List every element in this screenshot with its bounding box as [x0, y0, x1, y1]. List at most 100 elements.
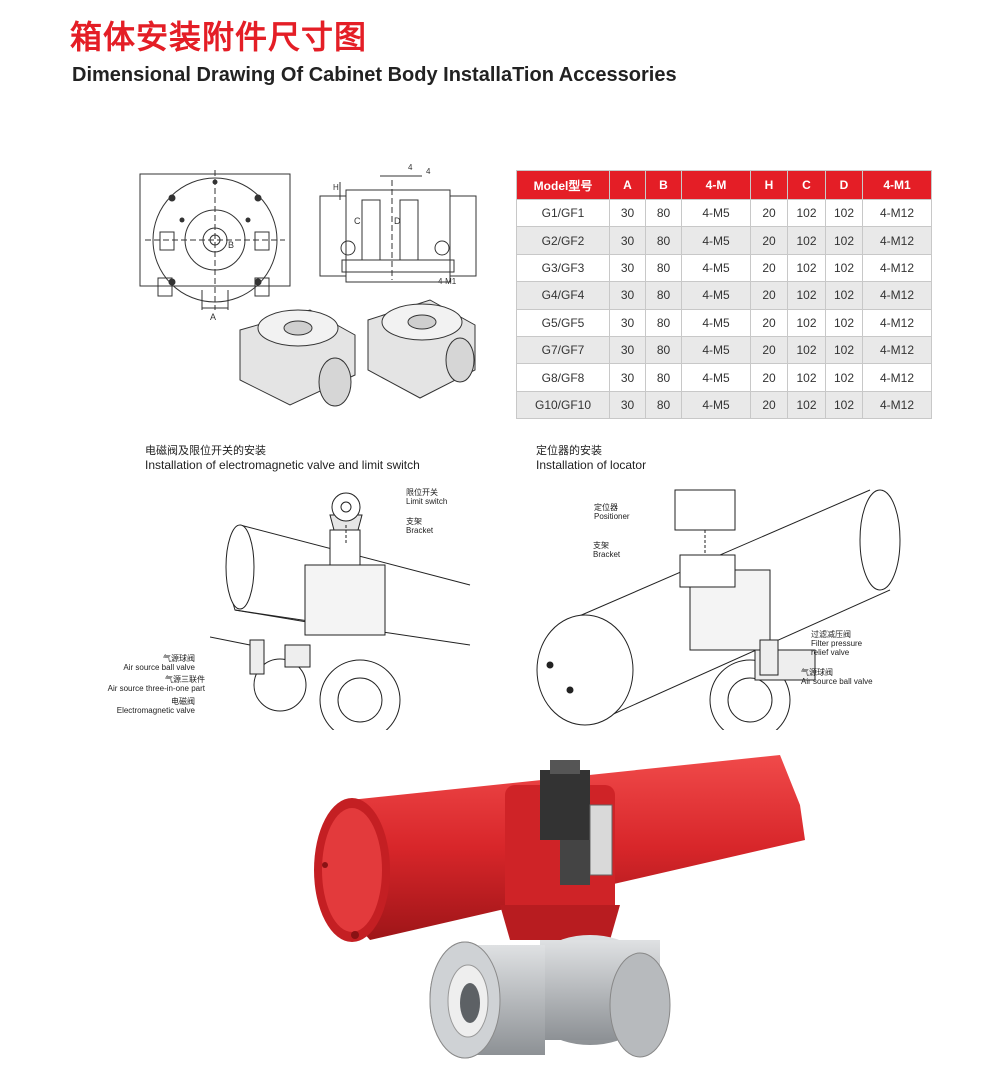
table-cell: 4-M5 [681, 281, 751, 310]
callout-limit-en: Limit switch [406, 497, 448, 506]
table-cell: 4-M5 [681, 198, 751, 228]
table-cell: 30 [609, 308, 646, 337]
table-cell: 30 [609, 335, 646, 365]
install-right-label: 定位器的安装 Installation of locator [536, 444, 646, 472]
table-cell: 20 [750, 198, 788, 228]
install-right-drawing [536, 489, 901, 730]
install-right-label-en: Installation of locator [536, 458, 647, 472]
dim-label-h: H [333, 183, 339, 192]
col-header-d: D [825, 170, 863, 200]
callout-limit-switch: 限位开关 Limit switch [406, 488, 447, 506]
table-cell: 4-M5 [681, 253, 751, 283]
table-cell: 80 [645, 308, 682, 337]
table-cell: 4-M5 [681, 308, 751, 337]
table-cell: 4-M5 [681, 390, 751, 420]
table-cell: G8/GF8 [516, 363, 610, 392]
table-cell: 4-M12 [862, 198, 932, 228]
callout-three-in-one: 气源三联件 Air source three-in-one part [95, 675, 205, 693]
table-cell: 102 [787, 390, 826, 420]
table-cell: 80 [645, 281, 682, 310]
callout-filter-en2: relief valve [811, 648, 850, 657]
table-cell: 30 [609, 390, 646, 420]
table-cell: 102 [825, 253, 863, 283]
table-cell: 20 [750, 308, 788, 337]
table-cell: 102 [825, 390, 863, 420]
table-cell: 20 [750, 390, 788, 420]
dimensional-drawing: A B 4 4 H C D 4-M1 [139, 163, 477, 407]
table-cell: 80 [645, 226, 682, 255]
col-header-b: B [645, 170, 682, 200]
callout-positioner-cn: 定位器 [594, 503, 618, 512]
install-left-drawing [210, 492, 471, 730]
table-cell: 4-M5 [681, 226, 751, 255]
spec-table-header-row: Model型号 A B 4-M H C D 4-M1 [516, 170, 932, 200]
dim-label-b: B [228, 240, 234, 250]
callout-bracket-en: Bracket [406, 526, 434, 535]
callout-limit-cn: 限位开关 [406, 488, 438, 497]
callout-positioner-en: Positioner [594, 512, 630, 521]
callout-filter-cn: 过滤减压阀 [811, 630, 851, 639]
actuator-valve-product-image [314, 755, 805, 1059]
table-cell: G10/GF10 [516, 390, 610, 420]
table-cell: 102 [825, 308, 863, 337]
callout-air-ball-right-en: Air source ball valve [801, 677, 873, 686]
callout-air-ball-en: Air source ball valve [123, 663, 195, 672]
callout-air-ball-left: 气源球阀 Air source ball valve [105, 654, 195, 672]
table-cell: 80 [645, 363, 682, 392]
table-cell: 30 [609, 281, 646, 310]
callout-positioner: 定位器 Positioner [594, 503, 630, 521]
table-cell: G5/GF5 [516, 308, 610, 337]
dim-label-a: A [210, 312, 216, 322]
col-header-4m: 4-M [681, 170, 751, 200]
table-cell: 80 [645, 198, 682, 228]
table-cell: 102 [787, 226, 826, 255]
callout-bracket-right: 支架 Bracket [593, 541, 620, 559]
table-cell: 30 [609, 253, 646, 283]
table-cell: 4-M12 [862, 308, 932, 337]
table-cell: G7/GF7 [516, 335, 610, 365]
callout-solenoid-cn: 电磁阀 [171, 697, 195, 706]
table-cell: 80 [645, 390, 682, 420]
table-cell: G2/GF2 [516, 226, 610, 255]
table-cell: 102 [787, 335, 826, 365]
callout-air-ball-right-cn: 气源球阀 [801, 668, 833, 677]
table-cell: 30 [609, 226, 646, 255]
page-title-en: Dimensional Drawing Of Cabinet Body Inst… [72, 64, 677, 86]
install-left-label-cn: 电磁阀及限位开关的安装 [145, 444, 266, 457]
col-header-a: A [609, 170, 646, 200]
col-header-model: Model型号 [516, 170, 610, 200]
table-cell: 20 [750, 226, 788, 255]
callout-bracket-right-cn: 支架 [593, 541, 609, 550]
table-cell: 102 [787, 253, 826, 283]
table-cell: 4-M12 [862, 281, 932, 310]
table-cell: 4-M5 [681, 335, 751, 365]
table-cell: 102 [787, 198, 826, 228]
table-cell: G1/GF1 [516, 198, 610, 228]
callout-bracket-right-en: Bracket [593, 550, 621, 559]
col-header-4m1: 4-M1 [862, 170, 932, 200]
table-cell: 20 [750, 253, 788, 283]
callout-solenoid-en: Electromagnetic valve [116, 706, 195, 715]
col-header-c: C [787, 170, 826, 200]
table-cell: 102 [825, 363, 863, 392]
table-cell: 102 [787, 363, 826, 392]
callout-air-ball-right: 气源球阀 Air source ball valve [801, 668, 873, 686]
callout-solenoid: 电磁阀 Electromagnetic valve [100, 697, 195, 715]
table-cell: 80 [645, 253, 682, 283]
callout-bracket-cn: 支架 [406, 517, 422, 526]
table-cell: 102 [825, 198, 863, 228]
table-cell: 4-M12 [862, 335, 932, 365]
table-cell: 4-M5 [681, 363, 751, 392]
dim-label-c: C [354, 216, 361, 226]
page-title-cn: 箱体安装附件尺寸图 [70, 18, 368, 56]
table-cell: 102 [787, 308, 826, 337]
table-cell: 80 [645, 335, 682, 365]
install-left-label-en: Installation of electromagnetic valve an… [145, 458, 420, 472]
table-cell: 102 [825, 226, 863, 255]
